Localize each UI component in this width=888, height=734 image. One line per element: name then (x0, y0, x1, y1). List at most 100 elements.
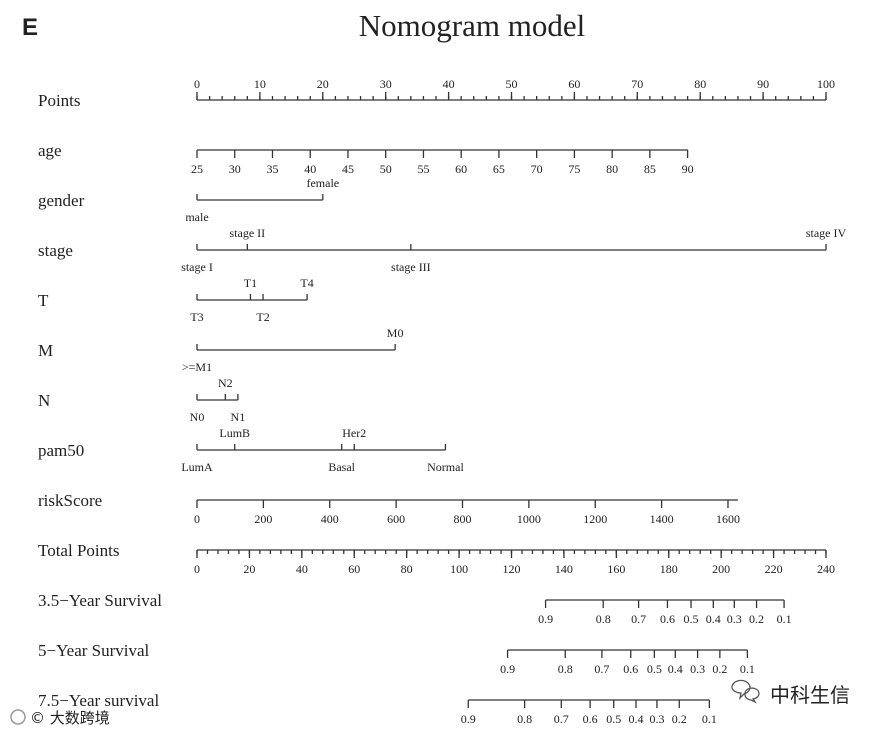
tick-label-800: 800 (453, 512, 471, 526)
tick-label-0-5: 0.5 (606, 712, 621, 726)
tick-label-0-7: 0.7 (594, 662, 609, 676)
tick-label-0-6: 0.6 (623, 662, 638, 676)
level-label-luma: LumA (181, 460, 213, 474)
chart-title: Nomogram model (359, 8, 585, 43)
tick-label-30: 30 (380, 77, 392, 91)
tick-label-0-2: 0.2 (749, 612, 764, 626)
tick-label-100: 100 (817, 77, 835, 91)
tick-label-35: 35 (266, 162, 278, 176)
row-label: stage (38, 241, 73, 260)
tick-label-1000: 1000 (517, 512, 541, 526)
level-label-lumb: LumB (219, 426, 250, 440)
tick-label-0-8: 0.8 (558, 662, 573, 676)
level-label-stage-iii: stage III (391, 260, 431, 274)
level-label-n1: N1 (231, 410, 246, 424)
tick-label-120: 120 (503, 562, 521, 576)
tick-label-1600: 1600 (716, 512, 740, 526)
row-label: pam50 (38, 441, 84, 460)
tick-label-0-5: 0.5 (684, 612, 699, 626)
tick-label-60: 60 (348, 562, 360, 576)
level-label-m0: M0 (387, 326, 404, 340)
watermark-logo-icon (10, 709, 26, 725)
row-label: 5−Year Survival (38, 641, 150, 660)
panel-letter: E (22, 14, 38, 41)
tick-label-70: 70 (531, 162, 543, 176)
tick-label-90: 90 (682, 162, 694, 176)
level-label-n2: N2 (218, 376, 233, 390)
tick-label-40: 40 (443, 77, 455, 91)
watermark-left-text: © 大数跨境 (30, 709, 110, 727)
watermark-right: 中科生信 (731, 679, 850, 707)
tick-label-70: 70 (631, 77, 643, 91)
tick-label-20: 20 (243, 562, 255, 576)
level-label-her2: Her2 (342, 426, 366, 440)
tick-label-100: 100 (450, 562, 468, 576)
row-label: 3.5−Year Survival (38, 591, 162, 610)
tick-label-0-9: 0.9 (461, 712, 476, 726)
level-label-basal: Basal (328, 460, 355, 474)
tick-label-200: 200 (712, 562, 730, 576)
tick-label-0-6: 0.6 (583, 712, 598, 726)
row-label: 7.5−Year survival (38, 691, 159, 710)
row-label: riskScore (38, 491, 102, 510)
tick-label-60: 60 (455, 162, 467, 176)
tick-label-180: 180 (660, 562, 678, 576)
tick-label-220: 220 (765, 562, 783, 576)
tick-label-25: 25 (191, 162, 203, 176)
tick-label-0-9: 0.9 (500, 662, 515, 676)
level-label-stage-iv: stage IV (806, 226, 847, 240)
tick-label-0: 0 (194, 512, 200, 526)
tick-label-40: 40 (296, 562, 308, 576)
tick-label-55: 55 (417, 162, 429, 176)
tick-label-0-2: 0.2 (712, 662, 727, 676)
tick-label-0-1: 0.1 (777, 612, 792, 626)
tick-label-0: 0 (194, 77, 200, 91)
tick-label-50: 50 (506, 77, 518, 91)
level-label-female: female (306, 176, 339, 190)
tick-label-80: 80 (606, 162, 618, 176)
tick-label-0-3: 0.3 (727, 612, 742, 626)
level-label-n0: N0 (190, 410, 205, 424)
tick-label-600: 600 (387, 512, 405, 526)
tick-label-60: 60 (568, 77, 580, 91)
tick-label-50: 50 (380, 162, 392, 176)
tick-label-30: 30 (229, 162, 241, 176)
tick-label-1400: 1400 (650, 512, 674, 526)
tick-label-0-9: 0.9 (538, 612, 553, 626)
row-label: T (38, 291, 49, 310)
tick-label-45: 45 (342, 162, 354, 176)
tick-label-160: 160 (607, 562, 625, 576)
tick-label-140: 140 (555, 562, 573, 576)
tick-label-0-1: 0.1 (702, 712, 717, 726)
tick-label-400: 400 (321, 512, 339, 526)
tick-label-0-3: 0.3 (690, 662, 705, 676)
tick-label-0-5: 0.5 (647, 662, 662, 676)
tick-label-65: 65 (493, 162, 505, 176)
level-label-normal: Normal (427, 460, 464, 474)
tick-label-80: 80 (401, 562, 413, 576)
tick-label-200: 200 (254, 512, 272, 526)
row-label: N (38, 391, 50, 410)
row-label: M (38, 341, 53, 360)
level-label-t1: T1 (244, 276, 257, 290)
tick-label-0-4: 0.4 (706, 612, 721, 626)
tick-label-240: 240 (817, 562, 835, 576)
row-label: Total Points (38, 541, 119, 560)
tick-label-90: 90 (757, 77, 769, 91)
level-label-stage-i: stage I (181, 260, 213, 274)
watermark-left: © 大数跨境 (10, 709, 110, 727)
level-label-t4: T4 (300, 276, 313, 290)
tick-label-20: 20 (317, 77, 329, 91)
tick-label-0-6: 0.6 (660, 612, 675, 626)
level-label-m1: >=M1 (182, 360, 212, 374)
